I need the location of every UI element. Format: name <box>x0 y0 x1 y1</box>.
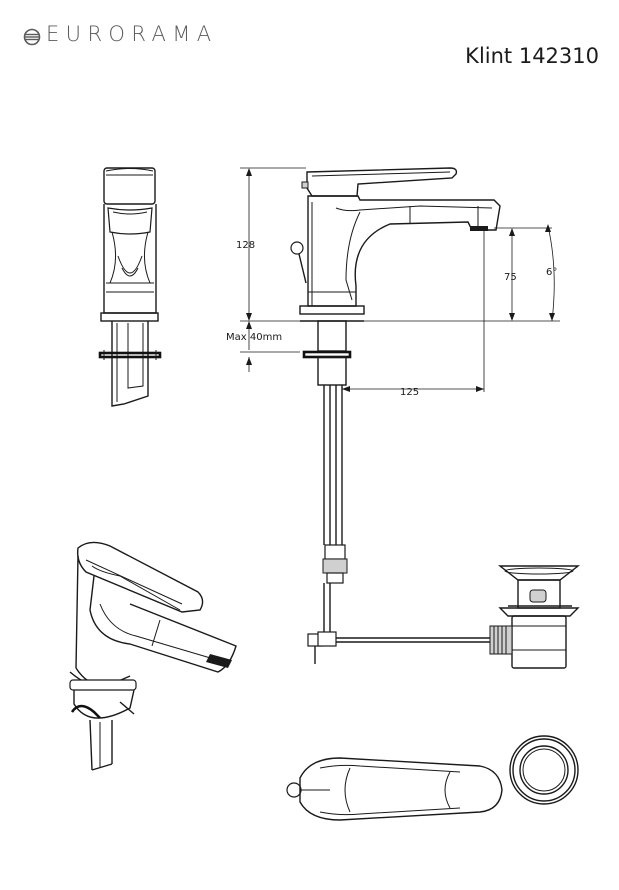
side-view: 128 75 6° Max 40mm 125 <box>226 167 560 664</box>
brand-name: EURORAMA <box>46 22 218 46</box>
max-mount-label: Max 40mm <box>226 332 282 343</box>
top-view <box>286 735 579 821</box>
eurorama-logo-icon <box>23 28 41 46</box>
height-dimension-label: 128 <box>236 240 255 251</box>
angle-label: 6° <box>546 267 557 278</box>
reach-label: 125 <box>400 387 419 398</box>
isometric-view <box>69 541 237 771</box>
front-view <box>98 167 162 407</box>
spout-height-label: 75 <box>504 272 517 283</box>
model-title: Klint 142310 <box>465 44 599 68</box>
pop-up-waste-view <box>489 565 581 669</box>
